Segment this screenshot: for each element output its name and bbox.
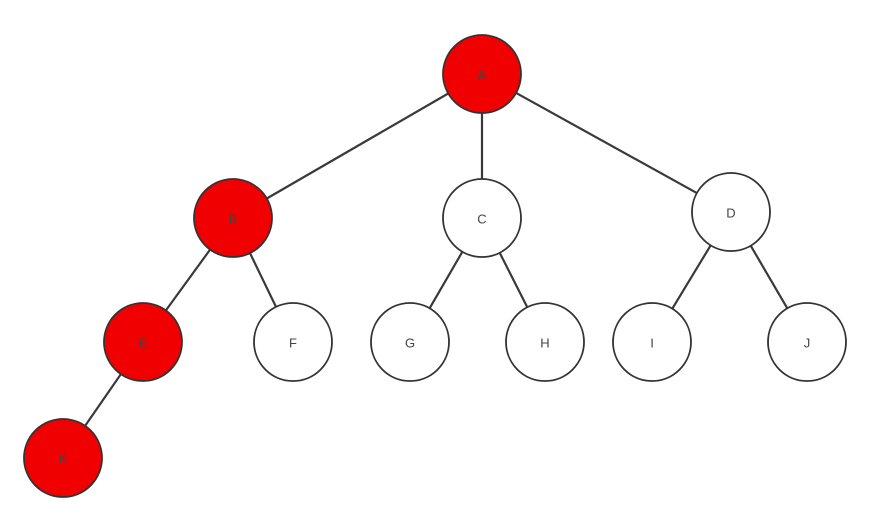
edge-b-e (164, 248, 212, 312)
node-circle-d (691, 172, 771, 252)
node-d: D (691, 172, 771, 252)
node-label-j: J (804, 336, 811, 351)
node-circle-k (23, 418, 103, 498)
node-circle-c (442, 178, 522, 258)
node-a: A (442, 34, 522, 114)
node-c: C (442, 178, 522, 258)
node-circle-b (193, 178, 273, 258)
node-j: J (767, 302, 847, 382)
edge-d-j (749, 244, 789, 310)
node-circle-f (253, 302, 333, 382)
node-label-b: B (229, 212, 238, 227)
edge-c-h (498, 251, 529, 309)
node-e: E (103, 302, 183, 382)
nodes-layer: A B C D E F G H I J K (23, 34, 847, 498)
node-k: K (23, 418, 103, 498)
node-g: G (370, 302, 450, 382)
node-f: F (253, 302, 333, 382)
node-label-e: E (139, 336, 148, 351)
edge-c-g (428, 250, 464, 310)
edge-d-i (671, 244, 712, 310)
edge-e-k (83, 373, 123, 427)
node-label-f: F (289, 336, 297, 351)
node-label-d: D (726, 206, 735, 221)
node-label-c: C (477, 212, 486, 227)
edges-layer (83, 91, 789, 427)
node-circle-j (767, 302, 847, 382)
edge-a-d (514, 91, 699, 195)
node-circle-e (103, 302, 183, 382)
node-h: H (505, 302, 585, 382)
node-b: B (193, 178, 273, 258)
node-label-a: A (478, 68, 487, 83)
node-i: I (612, 302, 692, 382)
node-circle-i (612, 302, 692, 382)
edge-a-b (265, 92, 450, 200)
node-label-i: I (650, 336, 654, 351)
node-circle-g (370, 302, 450, 382)
node-circle-h (505, 302, 585, 382)
node-label-h: H (540, 336, 549, 351)
node-label-g: G (405, 336, 415, 351)
node-circle-a (442, 34, 522, 114)
node-label-k: K (59, 452, 68, 467)
edge-b-f (248, 252, 278, 308)
